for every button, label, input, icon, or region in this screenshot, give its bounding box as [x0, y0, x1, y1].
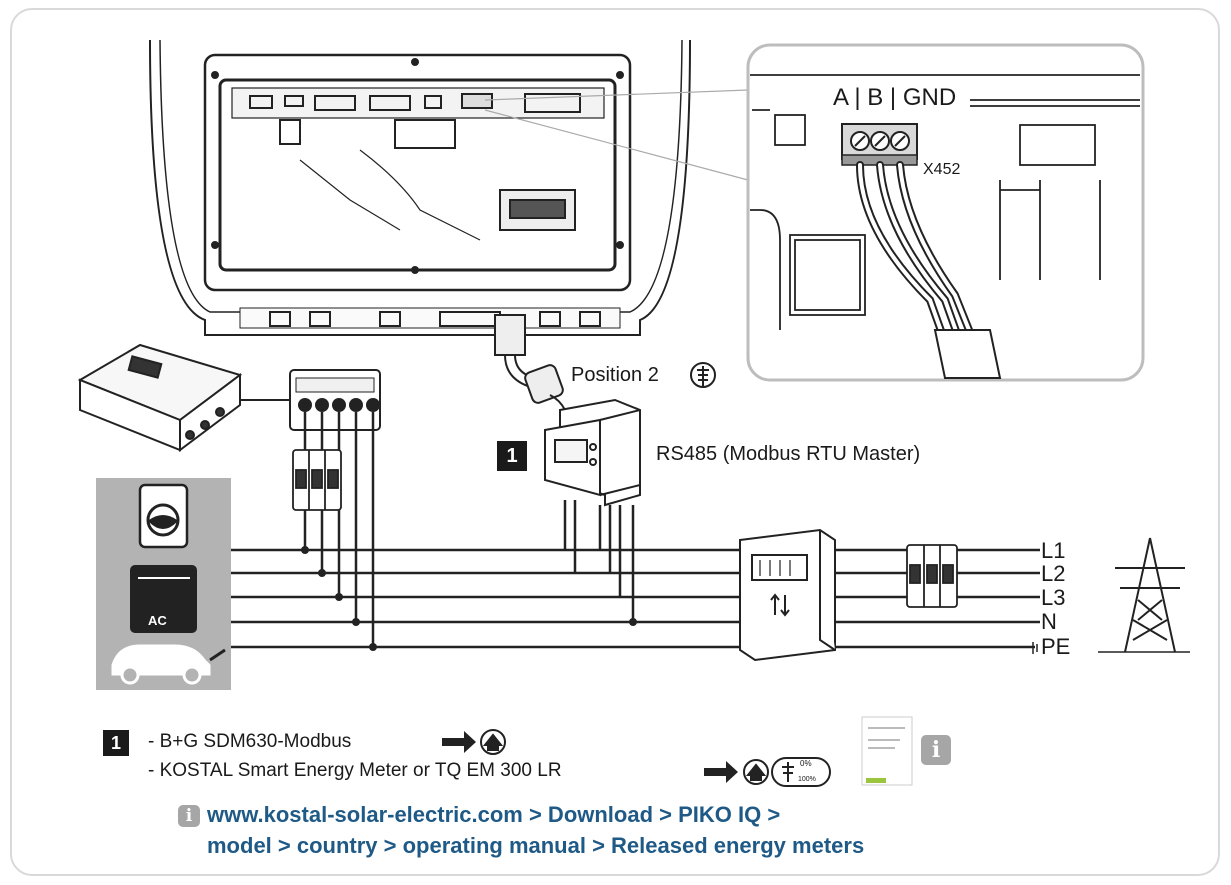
terminal-detail-inset: [746, 43, 1145, 382]
conductor-n: N: [1041, 609, 1057, 634]
manual-document-thumbnail: [861, 716, 913, 786]
limit-percent-top: 0%: [800, 759, 812, 768]
limit-percent-bottom: 100%: [798, 776, 816, 783]
small-inverter-device: [77, 343, 290, 452]
consumer-appliances-panel: AC: [96, 478, 231, 690]
house-circle-icon-2: [743, 759, 769, 785]
conductor-l1: L1: [1041, 538, 1066, 563]
rs485-label: RS485 (Modbus RTU Master): [656, 443, 921, 465]
rs485-cable: [494, 314, 566, 411]
grid-mast-circle-icon: [690, 362, 716, 388]
pe-earth-mark: [1032, 642, 1038, 654]
circuit-breaker-right: [906, 544, 958, 608]
energy-meter-device: [544, 398, 641, 507]
utility-meter-device: [739, 528, 836, 662]
note-line-2: - KOSTAL Smart Energy Meter or TQ EM 300…: [148, 760, 562, 781]
house-circle-icon: [480, 729, 506, 755]
meter-badge: 1: [497, 441, 527, 471]
terminal-label: A | B | GND: [833, 84, 957, 111]
ac-label: AC: [148, 613, 167, 628]
position-label: Position 2: [571, 364, 659, 386]
inverter-open-housing: [149, 39, 691, 336]
terminal-distribution-block: [289, 369, 381, 431]
power-pylon-icon: [1115, 537, 1185, 653]
info-icon: i: [921, 735, 951, 765]
arrow-right-icon: [442, 731, 476, 753]
conductor-pe: PE: [1041, 634, 1071, 659]
zoom-rays: [484, 89, 749, 181]
conductor-l2: L2: [1041, 561, 1066, 586]
junction-dots: [301, 546, 637, 651]
circuit-breaker-left: [292, 449, 342, 511]
note-badge: 1: [103, 730, 129, 756]
download-link-line-2[interactable]: model > country > operating manual > Rel…: [207, 833, 865, 858]
conductor-l3: L3: [1041, 585, 1066, 610]
download-link-line-1[interactable]: www.kostal-solar-electric.com > Download…: [207, 802, 781, 827]
arrow-right-icon-2: [704, 761, 738, 783]
info-icon-small: i: [178, 805, 200, 827]
connector-label: X452: [923, 161, 961, 178]
grid-feed-in-limit-icon: [771, 757, 831, 787]
note-line-1: - B+G SDM630-Modbus: [148, 731, 352, 752]
